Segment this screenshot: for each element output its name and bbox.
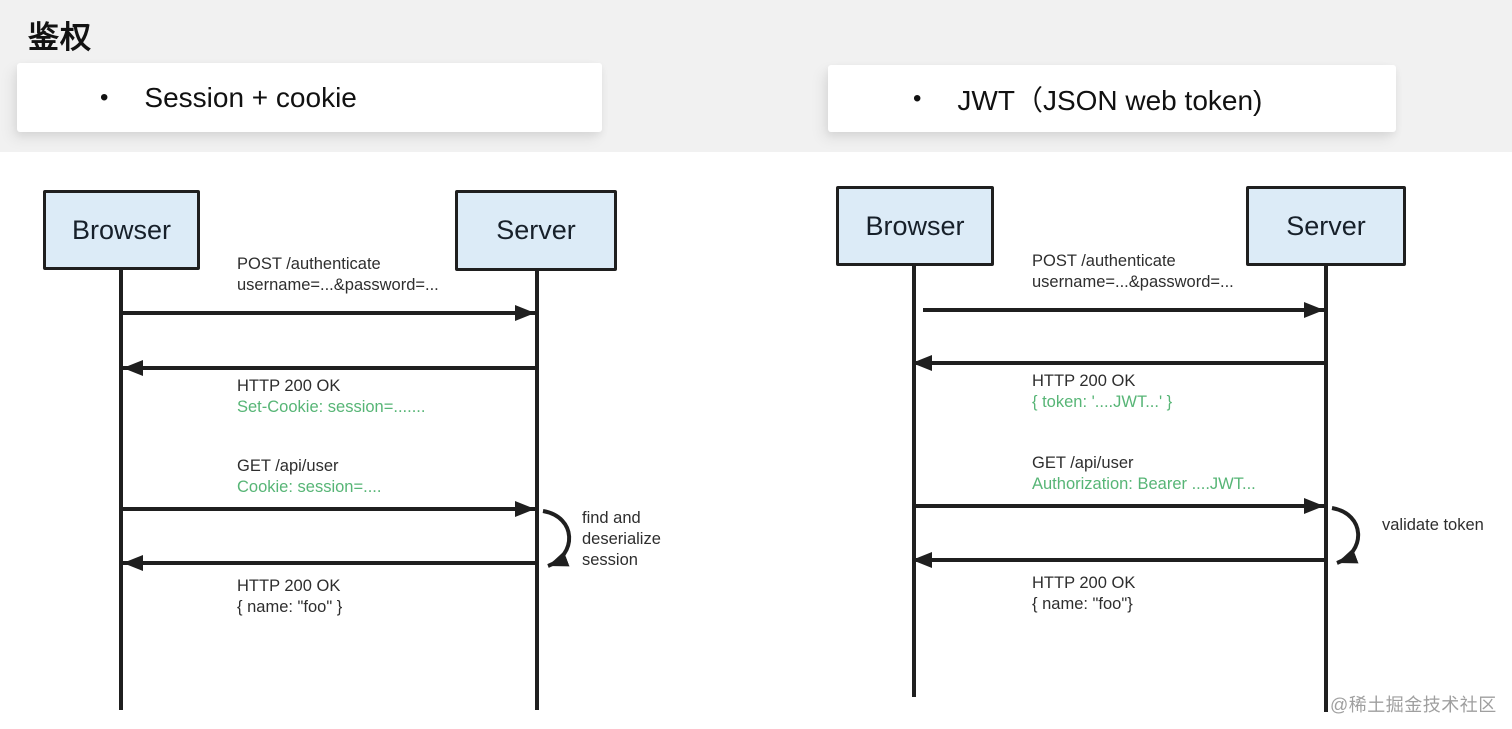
- message-line1: HTTP 200 OK: [237, 577, 341, 595]
- note-line: session: [582, 551, 638, 569]
- self-loop-arrow: [1331, 506, 1361, 565]
- message-http200-token: HTTP 200 OK { token: '....JWT...' }: [1032, 371, 1172, 413]
- message-line1: GET /api/user: [237, 457, 339, 475]
- message-post-authenticate: POST /authenticate username=...&password…: [237, 254, 439, 296]
- page-title: 鉴权: [28, 20, 92, 55]
- server-actor-label: Server: [1286, 210, 1366, 241]
- message-line2: Set-Cookie: session=.......: [237, 398, 426, 416]
- browser-actor-box: Browser: [43, 190, 200, 270]
- message-line2: { name: "foo"}: [1032, 595, 1133, 613]
- message-post-authenticate: POST /authenticate username=...&password…: [1032, 251, 1234, 293]
- message-line2: { token: '....JWT...' }: [1032, 393, 1173, 411]
- note-validate-token: validate token: [1382, 515, 1484, 536]
- note-line: validate token: [1382, 516, 1484, 534]
- message-line1: HTTP 200 OK: [1032, 372, 1136, 390]
- card-session-cookie-label: Session + cookie: [144, 81, 357, 113]
- note-line: find and: [582, 509, 641, 527]
- browser-actor-label: Browser: [865, 210, 965, 241]
- session-diagram-lines: [119, 270, 572, 710]
- browser-actor-box: Browser: [836, 186, 994, 266]
- message-http200-name-foo: HTTP 200 OK { name: "foo"}: [1032, 573, 1135, 615]
- watermark: @稀土掘金技术社区: [1330, 695, 1497, 715]
- message-line1: HTTP 200 OK: [237, 377, 341, 395]
- message-line2: Cookie: session=....: [237, 478, 382, 496]
- sequence-diagram-session-cookie: Browser Server POST /authenticate userna…: [0, 150, 756, 729]
- message-line2: username=...&password=...: [1032, 273, 1234, 291]
- note-find-deserialize-session: find and deserialize session: [582, 508, 661, 571]
- note-line: deserialize: [582, 530, 661, 548]
- message-line2: Authorization: Bearer ....JWT...: [1032, 475, 1256, 493]
- message-get-api-user: GET /api/user Cookie: session=....: [237, 456, 381, 498]
- card-jwt-label: JWT（JSON web token): [957, 84, 1263, 116]
- message-line2: { name: "foo" }: [237, 598, 343, 616]
- message-line1: POST /authenticate: [237, 255, 381, 273]
- message-get-api-user: GET /api/user Authorization: Bearer ....…: [1032, 453, 1256, 495]
- message-http200-name-foo: HTTP 200 OK { name: "foo" }: [237, 576, 342, 618]
- message-http200-setcookie: HTTP 200 OK Set-Cookie: session=.......: [237, 376, 425, 418]
- bullet-icon: •: [913, 84, 922, 112]
- card-jwt: • JWT（JSON web token): [828, 65, 1396, 132]
- message-line1: HTTP 200 OK: [1032, 574, 1136, 592]
- sequence-diagram-jwt: Browser Server POST /authenticate userna…: [793, 150, 1512, 729]
- self-loop-arrow: [542, 509, 572, 568]
- message-line1: GET /api/user: [1032, 454, 1134, 472]
- server-actor-box: Server: [1246, 186, 1406, 266]
- browser-actor-label: Browser: [71, 214, 172, 245]
- bullet-icon: •: [100, 83, 109, 111]
- message-line1: POST /authenticate: [1032, 252, 1176, 270]
- card-session-cookie: • Session + cookie: [17, 63, 602, 132]
- server-actor-box: Server: [455, 190, 617, 271]
- jwt-diagram-lines: [912, 266, 1361, 712]
- server-actor-label: Server: [496, 215, 576, 245]
- message-line2: username=...&password=...: [237, 276, 439, 294]
